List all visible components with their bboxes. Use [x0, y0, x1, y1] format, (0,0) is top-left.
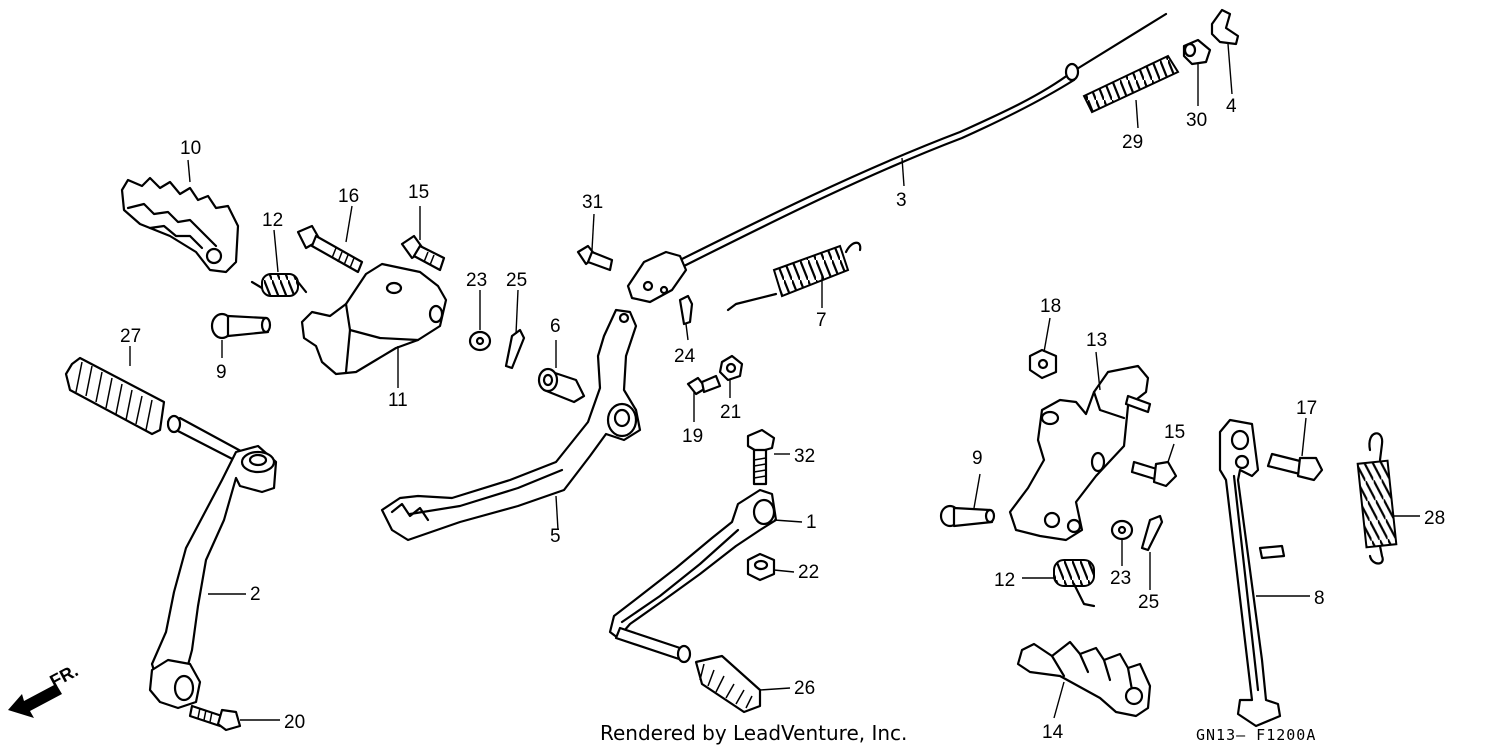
torsion-spring-right [1053, 559, 1096, 608]
footpeg-bracket-left [300, 262, 448, 376]
diagram-reference-code: GN13— F1200A [1196, 726, 1316, 744]
callout-3: 3 [896, 190, 907, 211]
callout-7: 7 [816, 310, 827, 331]
callout-31: 31 [582, 192, 603, 213]
callout-20: 20 [284, 712, 305, 733]
leader-lines [129, 43, 1420, 721]
footer-credit: Rendered by LeadVenture, Inc. [600, 721, 907, 745]
bolt-19 [686, 374, 722, 396]
brake-pedal [380, 308, 642, 542]
callout-23-left: 23 [466, 270, 487, 291]
shift-rubber [694, 654, 762, 714]
callout-9-left: 9 [216, 362, 227, 383]
callout-10: 10 [180, 138, 201, 159]
cotter-pin-center [678, 294, 694, 326]
callout-11: 11 [388, 390, 408, 411]
callout-24: 24 [674, 346, 696, 367]
callout-25-left: 25 [506, 270, 527, 291]
callout-14: 14 [1042, 722, 1064, 743]
callout-2: 2 [250, 584, 261, 605]
callout-17: 17 [1296, 398, 1317, 419]
footpeg-right [1016, 640, 1152, 718]
callout-9-right: 9 [972, 448, 983, 469]
callout-15-right: 15 [1164, 422, 1185, 443]
callout-8: 8 [1314, 588, 1325, 609]
stand-spring [1356, 432, 1398, 565]
side-stand [1218, 418, 1286, 728]
bolt-long [296, 224, 364, 274]
pivot-bushing [537, 367, 586, 404]
bolt-17 [1266, 452, 1324, 482]
callout-18: 18 [1040, 296, 1061, 317]
callout-12-left: 12 [262, 210, 283, 231]
callout-28: 28 [1424, 508, 1445, 529]
bolt-kick-arm [188, 704, 242, 732]
kick-starter-arm [148, 414, 278, 710]
callout-32: 32 [794, 446, 815, 467]
nut-18 [1028, 348, 1058, 380]
brake-return-spring [726, 241, 862, 312]
callout-25-right: 25 [1138, 592, 1159, 613]
callout-6: 6 [550, 316, 561, 337]
pin-right [939, 504, 996, 528]
callout-19: 19 [682, 426, 703, 447]
brake-rod-joint [1182, 38, 1212, 66]
washer-left [468, 330, 492, 352]
shift-lever [608, 488, 778, 664]
callout-21: 21 [720, 402, 741, 423]
pin-left [210, 312, 272, 340]
wing-nut [1210, 8, 1240, 46]
front-direction-arrow: FR. [8, 660, 81, 718]
bolt-short-right [1130, 460, 1178, 488]
washer-right [1110, 519, 1134, 541]
nut-21 [718, 354, 744, 382]
bolt-short-left [400, 234, 446, 272]
torsion-spring-left [250, 273, 308, 297]
callout-12-right: 12 [994, 570, 1015, 591]
callout-16: 16 [338, 186, 359, 207]
callout-29: 29 [1122, 132, 1143, 153]
flange-nut [746, 552, 776, 582]
stand-bracket [1008, 364, 1152, 542]
cotter-pin-right [1140, 514, 1164, 552]
brake-rod [626, 12, 1168, 304]
kick-rubber [64, 356, 166, 436]
brake-rod-spring [1082, 54, 1180, 114]
callout-labels: 10 12 16 15 23 25 11 9 27 2 20 31 3 6 5 … [120, 96, 1445, 743]
callout-4: 4 [1226, 96, 1237, 117]
callout-5: 5 [550, 526, 561, 547]
flange-bolt [746, 428, 776, 486]
callout-23-right: 23 [1110, 568, 1131, 589]
callout-26: 26 [794, 678, 815, 699]
callout-13: 13 [1086, 330, 1107, 351]
callout-27: 27 [120, 326, 141, 347]
callout-15-left: 15 [408, 182, 429, 203]
callout-30: 30 [1186, 110, 1207, 131]
callout-22: 22 [798, 562, 819, 583]
callout-1: 1 [806, 512, 817, 533]
bolt-small-top [576, 244, 614, 272]
cotter-pin-left [504, 328, 526, 370]
footpeg-left [120, 176, 240, 274]
